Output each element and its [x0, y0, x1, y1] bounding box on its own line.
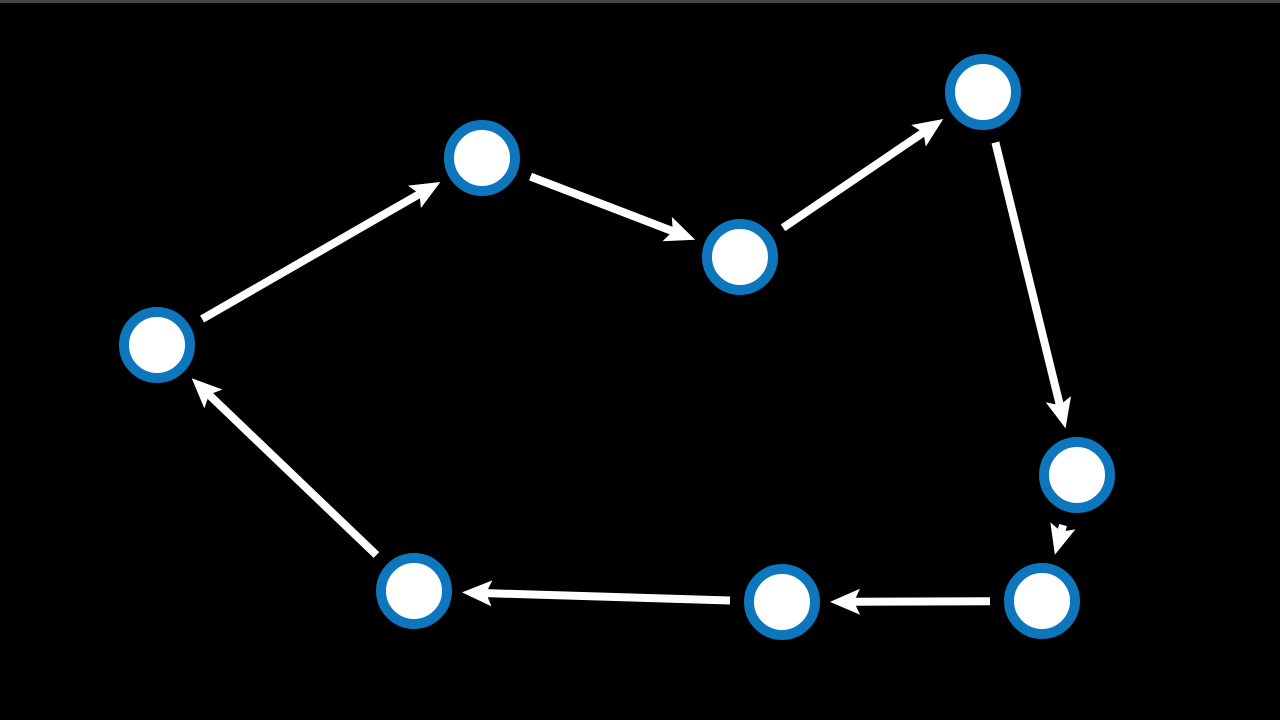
window-top-edge — [0, 0, 1280, 3]
graph-node-2 — [444, 120, 520, 196]
edge-node-7-to-node-8 — [485, 589, 731, 605]
edge-node-8-to-node-1 — [206, 391, 380, 558]
edge-node-5-to-node-6 — [1057, 524, 1067, 533]
arrowhead-node-4-to-node-5 — [1045, 396, 1072, 429]
arrowhead-node-7-to-node-8 — [461, 580, 493, 607]
edge-node-6-to-node-7 — [853, 597, 991, 606]
graph-node-6 — [1004, 563, 1080, 639]
edge-node-3-to-node-4 — [780, 129, 926, 232]
arrowhead-node-8-to-node-1 — [191, 378, 223, 409]
arrowhead-node-1-to-node-2 — [407, 181, 441, 209]
edge-node-1-to-node-2 — [200, 190, 422, 323]
edge-node-2-to-node-3 — [529, 172, 675, 235]
graph-node-4 — [945, 54, 1021, 130]
graph-node-8 — [376, 553, 452, 629]
edge-node-4-to-node-5 — [991, 141, 1064, 407]
arrowhead-node-6-to-node-7 — [829, 588, 861, 615]
graph-node-1 — [119, 307, 195, 383]
arrowhead-node-5-to-node-6 — [1050, 522, 1076, 555]
arrowhead-node-3-to-node-4 — [911, 118, 944, 147]
arrowhead-node-2-to-node-3 — [662, 216, 696, 242]
graph-node-5 — [1039, 437, 1115, 513]
graph-node-7 — [744, 564, 820, 640]
graph-node-3 — [702, 219, 778, 295]
